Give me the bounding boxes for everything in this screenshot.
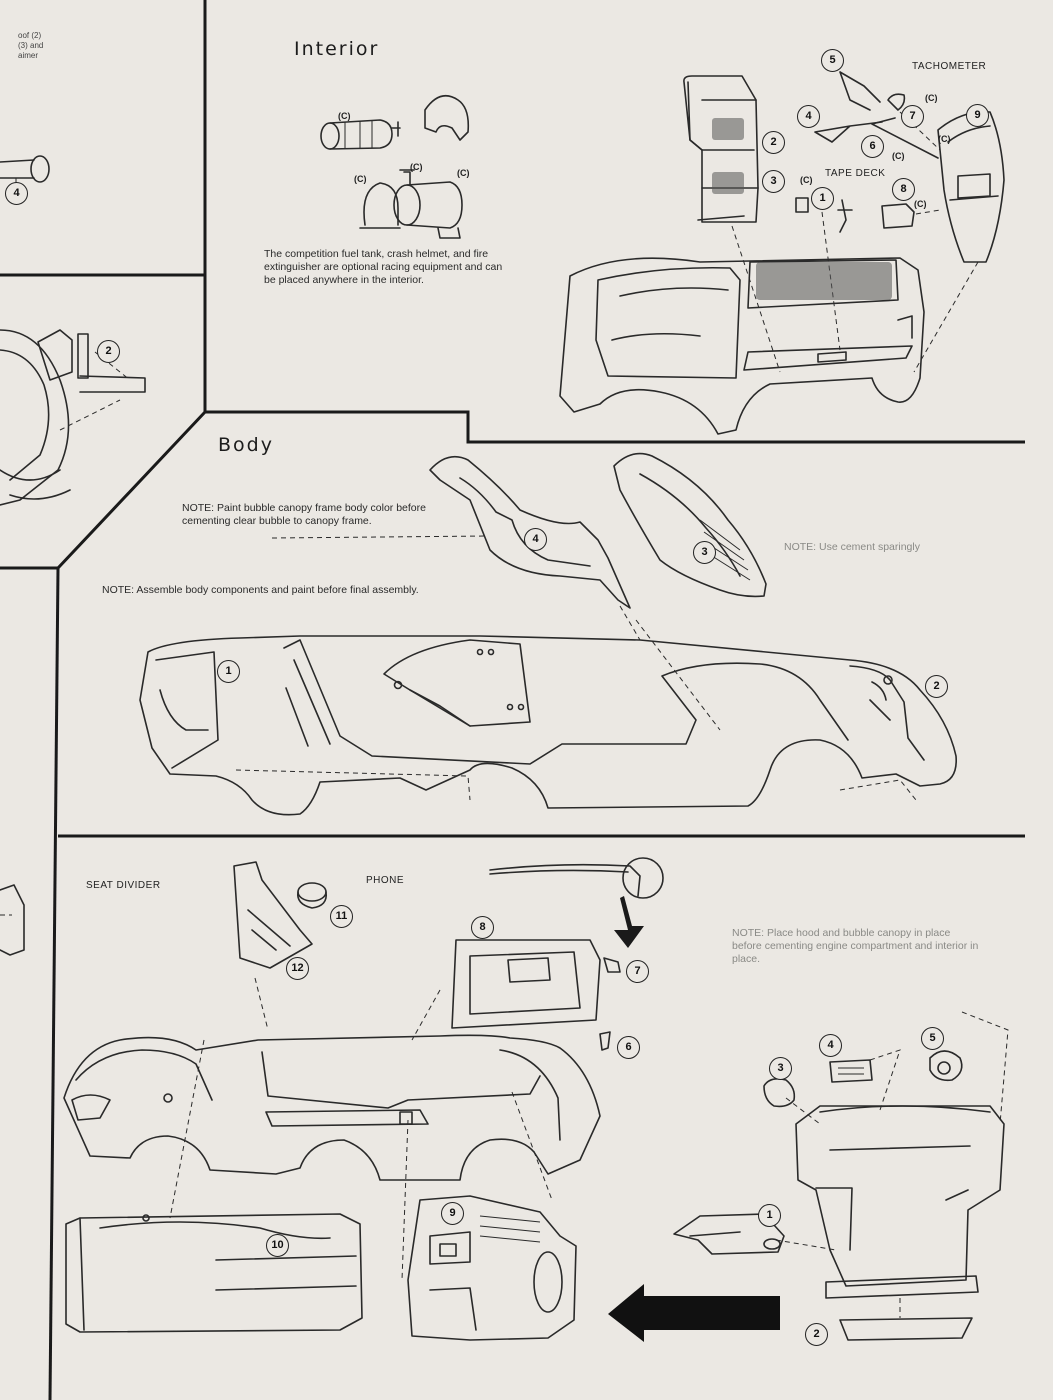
body-callout-1: 1 [217,660,240,683]
c-mark-part-6: (C) [892,151,905,161]
body-callout-3: 3 [693,541,716,564]
final-callout-6: 6 [617,1036,640,1059]
hood-strip-drawing [489,857,664,948]
panel-frames [0,0,1025,1400]
left-hinge-drawing [0,329,146,506]
c-mark-extinguisher-cap: (C) [410,162,423,172]
racing-equipment-drawing [320,94,470,239]
tachometer-label: TACHOMETER [912,61,987,72]
assemble-note: NOTE: Assemble body components and paint… [102,584,419,596]
c-mark-dash: (C) [938,134,951,144]
interior-callout-5: 5 [821,49,844,72]
interior-seats-drawing [683,75,781,373]
left-callout-2: 2 [97,340,120,363]
left-part-4-drawing [0,155,50,185]
edge-text-3: aimer [18,51,39,60]
final-callout-11: 11 [330,905,353,928]
tape-deck-label: TAPE DECK [825,168,886,179]
interior-callout-9: 9 [966,104,989,127]
dashboard-assembly-drawing [673,1011,1009,1341]
cement-note: NOTE: Use cement sparingly [784,541,920,553]
interior-tub-drawing [559,257,925,435]
canopy-frames-drawing [271,452,767,641]
engine-cover-drawing [411,939,621,1051]
final-body-drawing [63,1034,601,1281]
body-callout-2: 2 [925,675,948,698]
car-body-drawing [139,619,957,816]
c-mark-part-1: (C) [800,175,813,185]
final-callout-7: 7 [626,960,649,983]
interior-title: Interior [294,38,380,60]
edge-text-2: (3) and [18,41,44,50]
final-callout-8: 8 [471,916,494,939]
left-cutoff-part [0,884,25,956]
edge-text-1: oof (2) [18,31,42,40]
final-callout-9: 9 [441,1202,464,1225]
canopy-note: NOTE: Paint bubble canopy frame body col… [182,502,426,527]
body-title: Body [218,434,274,456]
down-arrow-icon [614,896,644,948]
final-callout-4: 4 [819,1034,842,1057]
interior-callout-7: 7 [901,105,924,128]
seat-divider-drawing [233,861,328,1031]
c-mark-fuel-tank: (C) [338,111,351,121]
hood-note: NOTE: Place hood and bubble canopy in pl… [732,927,979,965]
c-mark-extinguisher-base: (C) [354,174,367,184]
left-arrow-icon [608,1284,780,1342]
interior-tub-10-drawing [65,1213,363,1333]
final-callout-5: 5 [921,1027,944,1050]
c-mark-tape-deck: (C) [914,199,927,209]
interior-note: The competition fuel tank, crash helmet,… [264,248,503,286]
c-mark-tachometer: (C) [925,93,938,103]
body-callout-4: 4 [524,528,547,551]
left-callout-4: 4 [5,182,28,205]
final-callout-1: 1 [758,1204,781,1227]
interior-callout-1: 1 [811,187,834,210]
phone-label: PHONE [366,875,405,886]
c-mark-extinguisher-body: (C) [457,168,470,178]
final-callout-12: 12 [286,957,309,980]
final-callout-10: 10 [266,1234,289,1257]
interior-callout-6: 6 [861,135,884,158]
engine-compartment-9-drawing [407,1195,577,1341]
seat-divider-label: SEAT DIVIDER [86,880,161,891]
final-callout-3: 3 [769,1057,792,1080]
interior-callout-2: 2 [762,131,785,154]
interior-callout-4: 4 [797,105,820,128]
interior-callout-8: 8 [892,178,915,201]
interior-callout-3: 3 [762,170,785,193]
final-callout-2: 2 [805,1323,828,1346]
